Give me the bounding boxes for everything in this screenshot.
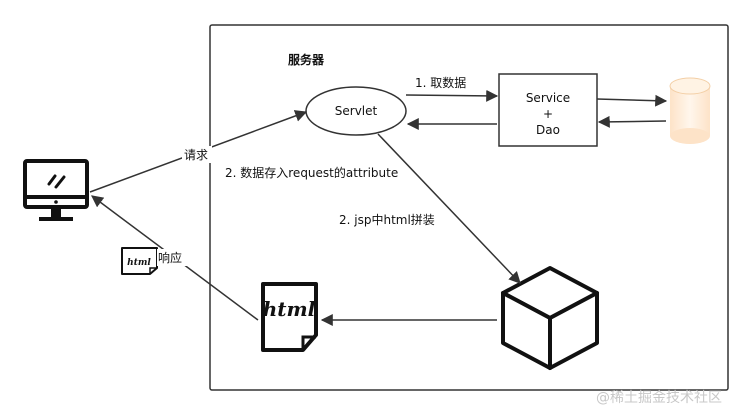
service-plus: +	[543, 107, 553, 121]
server-title: 服务器	[288, 52, 325, 67]
label-request: 请求	[184, 148, 208, 162]
arrow-fetch-data	[405, 89, 499, 102]
arrow-jsp-assemble	[377, 133, 521, 284]
label-store-data: 2. 数据存入request的attribute	[225, 165, 398, 180]
dao-label: Dao	[536, 123, 560, 137]
servlet-label: Servlet	[335, 104, 378, 118]
computer-icon	[23, 159, 89, 221]
html-document-label: html	[263, 297, 316, 321]
html-small-label: html	[127, 258, 151, 268]
label-jsp-assemble: 2. jsp中html拼装	[339, 212, 435, 227]
html-small-icon: html	[121, 247, 158, 275]
server-boundary	[209, 24, 729, 391]
watermark: @稀土掘金技术社区	[596, 390, 722, 406]
arrow-from-database	[597, 115, 667, 128]
arrow-to-database	[596, 94, 668, 107]
service-dao-node	[498, 73, 598, 147]
service-label: Service	[526, 91, 570, 105]
database-icon	[669, 77, 711, 144]
html-document-icon: html	[261, 282, 318, 352]
label-response: 响应	[158, 250, 182, 265]
label-fetch-data: 1. 取数据	[415, 75, 466, 90]
cube-icon	[501, 266, 599, 370]
